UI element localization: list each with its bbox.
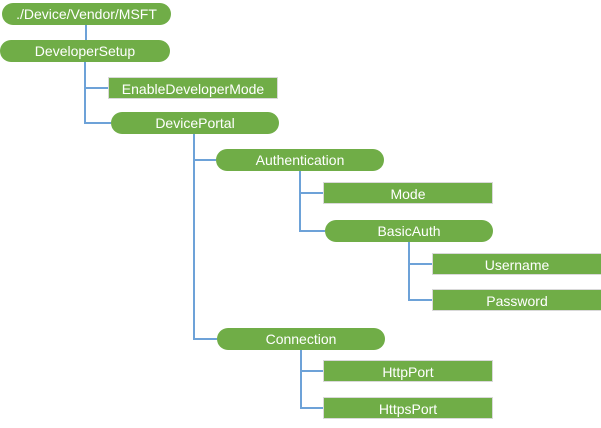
connector-authentication-trunk [299, 171, 301, 232]
connector-to-deviceportal [84, 122, 111, 124]
node-mode: Mode [323, 182, 493, 204]
node-password: Password [432, 289, 601, 311]
connector-to-basicauth [299, 230, 325, 232]
connector-to-enabledevelopermode [84, 87, 108, 89]
connector-to-authentication [193, 159, 216, 161]
node-enabledevelopermode: EnableDeveloperMode [108, 77, 278, 99]
connector-root-to-developersetup [85, 25, 87, 40]
connector-to-connection [193, 338, 217, 340]
connector-basicauth-trunk [408, 242, 410, 301]
connector-to-httpsport [300, 407, 323, 409]
connector-to-password [408, 299, 432, 301]
connector-to-mode [299, 192, 323, 194]
connector-connection-trunk [300, 350, 302, 409]
node-deviceportal: DevicePortal [111, 112, 279, 134]
connector-to-username [408, 263, 432, 265]
node-developersetup: DeveloperSetup [0, 40, 170, 62]
connector-to-httpport [300, 370, 323, 372]
node-httpsport: HttpsPort [323, 397, 493, 419]
connector-deviceportal-trunk [193, 134, 195, 340]
node-authentication: Authentication [216, 149, 384, 171]
node-connection: Connection [217, 328, 385, 350]
node-username: Username [432, 253, 601, 275]
connector-developersetup-trunk [84, 62, 86, 124]
node-basicauth: BasicAuth [325, 220, 493, 242]
node-httpport: HttpPort [323, 360, 493, 382]
node-device-vendor-msft: ./Device/Vendor/MSFT [2, 3, 171, 25]
